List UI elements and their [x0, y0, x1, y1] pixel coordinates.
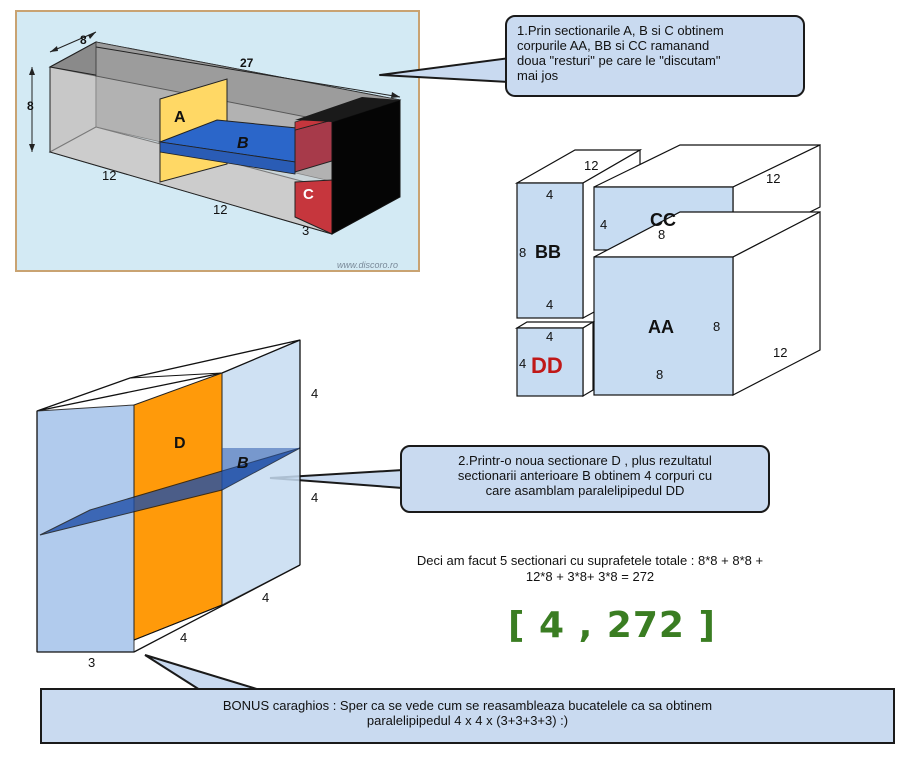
block-aa-bottom-label: 8	[656, 367, 663, 382]
block-bb-top-label: 12	[584, 158, 598, 173]
block-bb-name: BB	[535, 242, 561, 262]
dim-height-label: 8	[27, 99, 34, 113]
dim-bottom-right-label: 4	[262, 590, 269, 605]
callout-bonus-line-2: paralelipipedul 4 x 4 x (3+3+3+3) :)	[366, 713, 569, 728]
block-cc-left-label: 4	[600, 217, 607, 232]
section-b-label: B	[237, 135, 249, 152]
block-bb-bottom-label: 4	[546, 297, 553, 312]
block-aa-right-label: 8	[713, 319, 720, 334]
dim-length-label: 27	[240, 56, 254, 70]
callout-1: 1.Prin sectionarile A, B si C obtinem co…	[505, 15, 805, 97]
dim-mid-right-label: 4	[311, 490, 318, 505]
top-figure-panel: 8 27 8 12 12 3 A B C www.discoro.ro	[15, 10, 420, 272]
summary-text: Deci am facut 5 sectionari cu suprafetel…	[360, 553, 820, 585]
watermark: www.discoro.ro	[337, 260, 398, 270]
front-left-panel	[36, 404, 135, 653]
callout-2-line-3: care asamblam paralelipipedul DD	[485, 483, 685, 498]
block-bb-left-label: 8	[519, 245, 526, 260]
block-dd-top-label: 4	[546, 329, 553, 344]
top-box-diagram: 8 27 8 12 12 3 A B C www.discoro.ro	[27, 31, 402, 270]
callout-2: 2.Printr-o noua sectionare D , plus rezu…	[400, 445, 770, 513]
callout-bonus: BONUS caraghios : Sper ca se vede cum se…	[40, 688, 895, 744]
block-bb-top-front-label: 4	[546, 187, 553, 202]
block-aa-name: AA	[648, 317, 674, 337]
callout-2-line-1: 2.Printr-o noua sectionare D , plus rezu…	[458, 453, 712, 468]
callout-1-line-2: corpurile AA, BB si CC ramanand	[517, 38, 710, 53]
block-dd-front	[516, 327, 584, 397]
section-d-label: D	[174, 435, 186, 452]
callout-1-line-1: 1.Prin sectionarile A, B si C obtinem	[517, 23, 724, 38]
dim-bottom-left-label: 3	[88, 655, 95, 670]
summary-line-2: 12*8 + 3*8+ 3*8 = 272	[525, 569, 655, 584]
dim-front-right-label: 3	[302, 223, 309, 238]
block-cc-bottom-label: 8	[658, 227, 665, 242]
block-aa-front	[593, 256, 734, 396]
dim-top-right-label: 4	[311, 386, 318, 401]
callout-1-line-4: mai jos	[517, 68, 559, 83]
block-aa-depth-label: 12	[773, 345, 787, 360]
block-dd-name: DD	[531, 353, 563, 378]
dim-front-mid-label: 12	[213, 202, 227, 217]
callout-bonus-line-1: BONUS caraghios : Sper ca se vede cum se…	[222, 698, 713, 713]
block-bb-front	[516, 182, 584, 319]
callout-2-line-2: sectionarii anterioare B obtinem 4 corpu…	[457, 468, 713, 483]
block-cc-name: CC	[650, 210, 676, 230]
block-cc-top-label: 12	[766, 171, 780, 186]
dim-depth-label: 8	[80, 33, 87, 47]
answer-text: [ 4 , 272 ]	[508, 605, 716, 646]
block-dd-left-label: 4	[519, 356, 526, 371]
callout-1-line-3: doua "resturi" pe care le "discutam"	[517, 53, 721, 68]
dim-bottom-mid-label: 4	[180, 630, 187, 645]
section-c-label: C	[303, 186, 314, 203]
section-b-plane-label: B	[237, 455, 249, 472]
section-a-label: A	[174, 109, 186, 126]
box-end-face	[331, 99, 401, 235]
dim-front-left-label: 12	[102, 168, 116, 183]
summary-line-1: Deci am facut 5 sectionari cu suprafetel…	[416, 553, 764, 568]
